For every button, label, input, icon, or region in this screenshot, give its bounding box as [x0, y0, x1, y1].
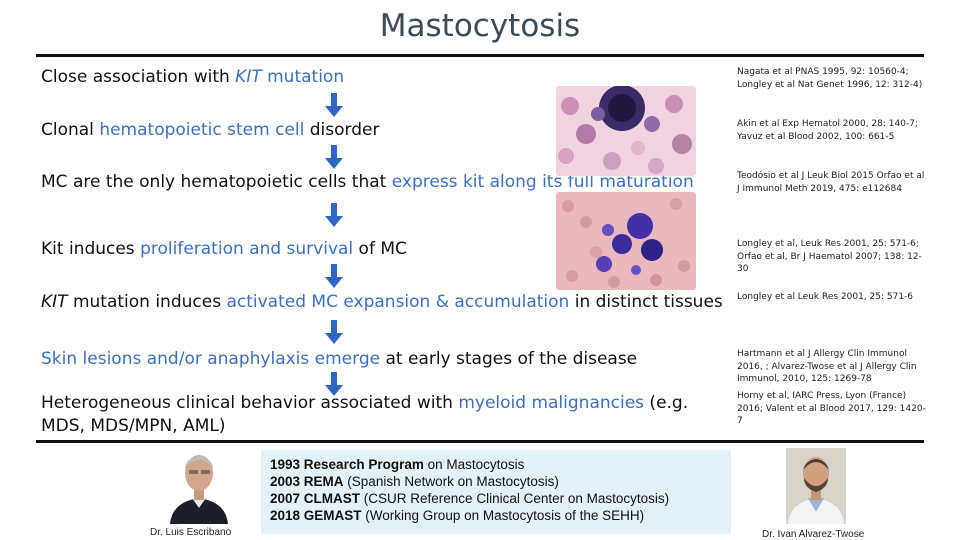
statement-kit-association: Close association with KIT mutation — [41, 66, 344, 88]
statement-text-part: Heterogeneous clinical behavior associat… — [41, 393, 459, 413]
statement-text-part: mutation — [261, 67, 345, 87]
mast-cell-micrograph-top — [556, 86, 696, 176]
statement-skin-lesions: Skin lesions and/or anaphylaxis emerge a… — [41, 348, 637, 370]
milestones-panel: 1993 Research Program on Mastocytosis 20… — [261, 450, 731, 534]
statement-proliferation: Kit induces proliferation and survival o… — [41, 238, 407, 260]
statement-clinical-behavior: Heterogeneous clinical behavior associat… — [41, 392, 688, 414]
luis-escribano-photo — [168, 448, 230, 524]
left-person-caption: Dr. Luis Escribano — [150, 527, 232, 538]
statement-text-part: Clonal — [41, 120, 100, 140]
slide-title: Mastocytosis — [379, 8, 581, 44]
reference-2: Akin et al Exp Hematol 2000, 28: 140-7; … — [737, 119, 918, 142]
statement-text-part: disorder — [304, 120, 380, 140]
statement-clonal-disorder: Clonal hematopoietic stem cell disorder — [41, 119, 379, 141]
reference-4: Longley et al, Leuk Res 2001, 25: 571-6;… — [737, 239, 922, 274]
reference-3: Teodósio et al J Leuk Biol 2015 Orfao et… — [737, 171, 925, 194]
bottom-rule — [36, 440, 924, 443]
statement-text-part: express kit along its full maturation — [391, 172, 694, 192]
down-arrow-icon — [325, 203, 343, 227]
reference-1: Nagata et al PNAS 1995, 92: 10560-4; Lon… — [737, 67, 923, 90]
statement-text-part: KIT — [41, 292, 68, 312]
down-arrow-icon — [325, 264, 343, 288]
milestone-2003: 2003 REMA (Spanish Network on Mastocytos… — [270, 474, 559, 489]
right-person-caption: Dr. Ivan Alvarez-Twose — [762, 529, 865, 540]
reference-7: Horny et al, IARC Press, Lyon (France) 2… — [737, 391, 926, 426]
down-arrow-icon — [325, 93, 343, 117]
statement-text-part: proliferation and survival — [140, 239, 354, 259]
statement-text-part: Close association with — [41, 67, 236, 87]
statement-text-part: MDS, MDS/MPN, AML) — [41, 416, 226, 436]
statement-kit-expression: MC are the only hematopoietic cells that… — [41, 171, 694, 193]
statement-text-part: mutation induces — [67, 292, 227, 312]
statement-text-part: Kit induces — [41, 239, 141, 259]
reference-6: Hartmann et al J Allergy Clin Immunol 20… — [737, 349, 917, 384]
statement-text-part: Skin lesions and/or anaphylaxis emerge — [41, 349, 381, 369]
milestone-1993: 1993 Research Program on Mastocytosis — [270, 457, 525, 472]
milestone-2007: 2007 CLMAST (CSUR Reference Clinical Cen… — [270, 491, 670, 506]
statement-text-part: KIT — [235, 67, 262, 87]
statement-text-part: at early stages of the disease — [380, 349, 638, 369]
down-arrow-icon — [325, 145, 343, 169]
bone-marrow-micrograph — [556, 192, 696, 290]
statement-text-part: (e.g. — [644, 393, 689, 413]
statement-text-part: hematopoietic stem cell — [99, 120, 305, 140]
milestone-2018: 2018 GEMAST (Working Group on Mastocytos… — [270, 508, 645, 523]
statement-clinical-behavior-cont: MDS, MDS/MPN, AML) — [41, 415, 225, 437]
statement-text-part: activated MC expansion & accumulation — [226, 292, 570, 312]
reference-5: Longley et al Leuk Res 2001, 25: 571-6 — [737, 292, 914, 302]
down-arrow-icon — [325, 320, 343, 344]
statement-text-part: of MC — [353, 239, 407, 259]
ivan-alvarez-twose-photo — [786, 448, 846, 524]
statement-text-part: myeloid malignancies — [458, 393, 645, 413]
statement-mc-expansion: KIT mutation induces activated MC expans… — [41, 291, 723, 313]
top-rule — [36, 54, 924, 57]
statement-text-part: in distinct tissues — [569, 292, 723, 312]
down-arrow-icon — [325, 372, 343, 396]
statement-text-part: MC are the only hematopoietic cells that — [41, 172, 392, 192]
